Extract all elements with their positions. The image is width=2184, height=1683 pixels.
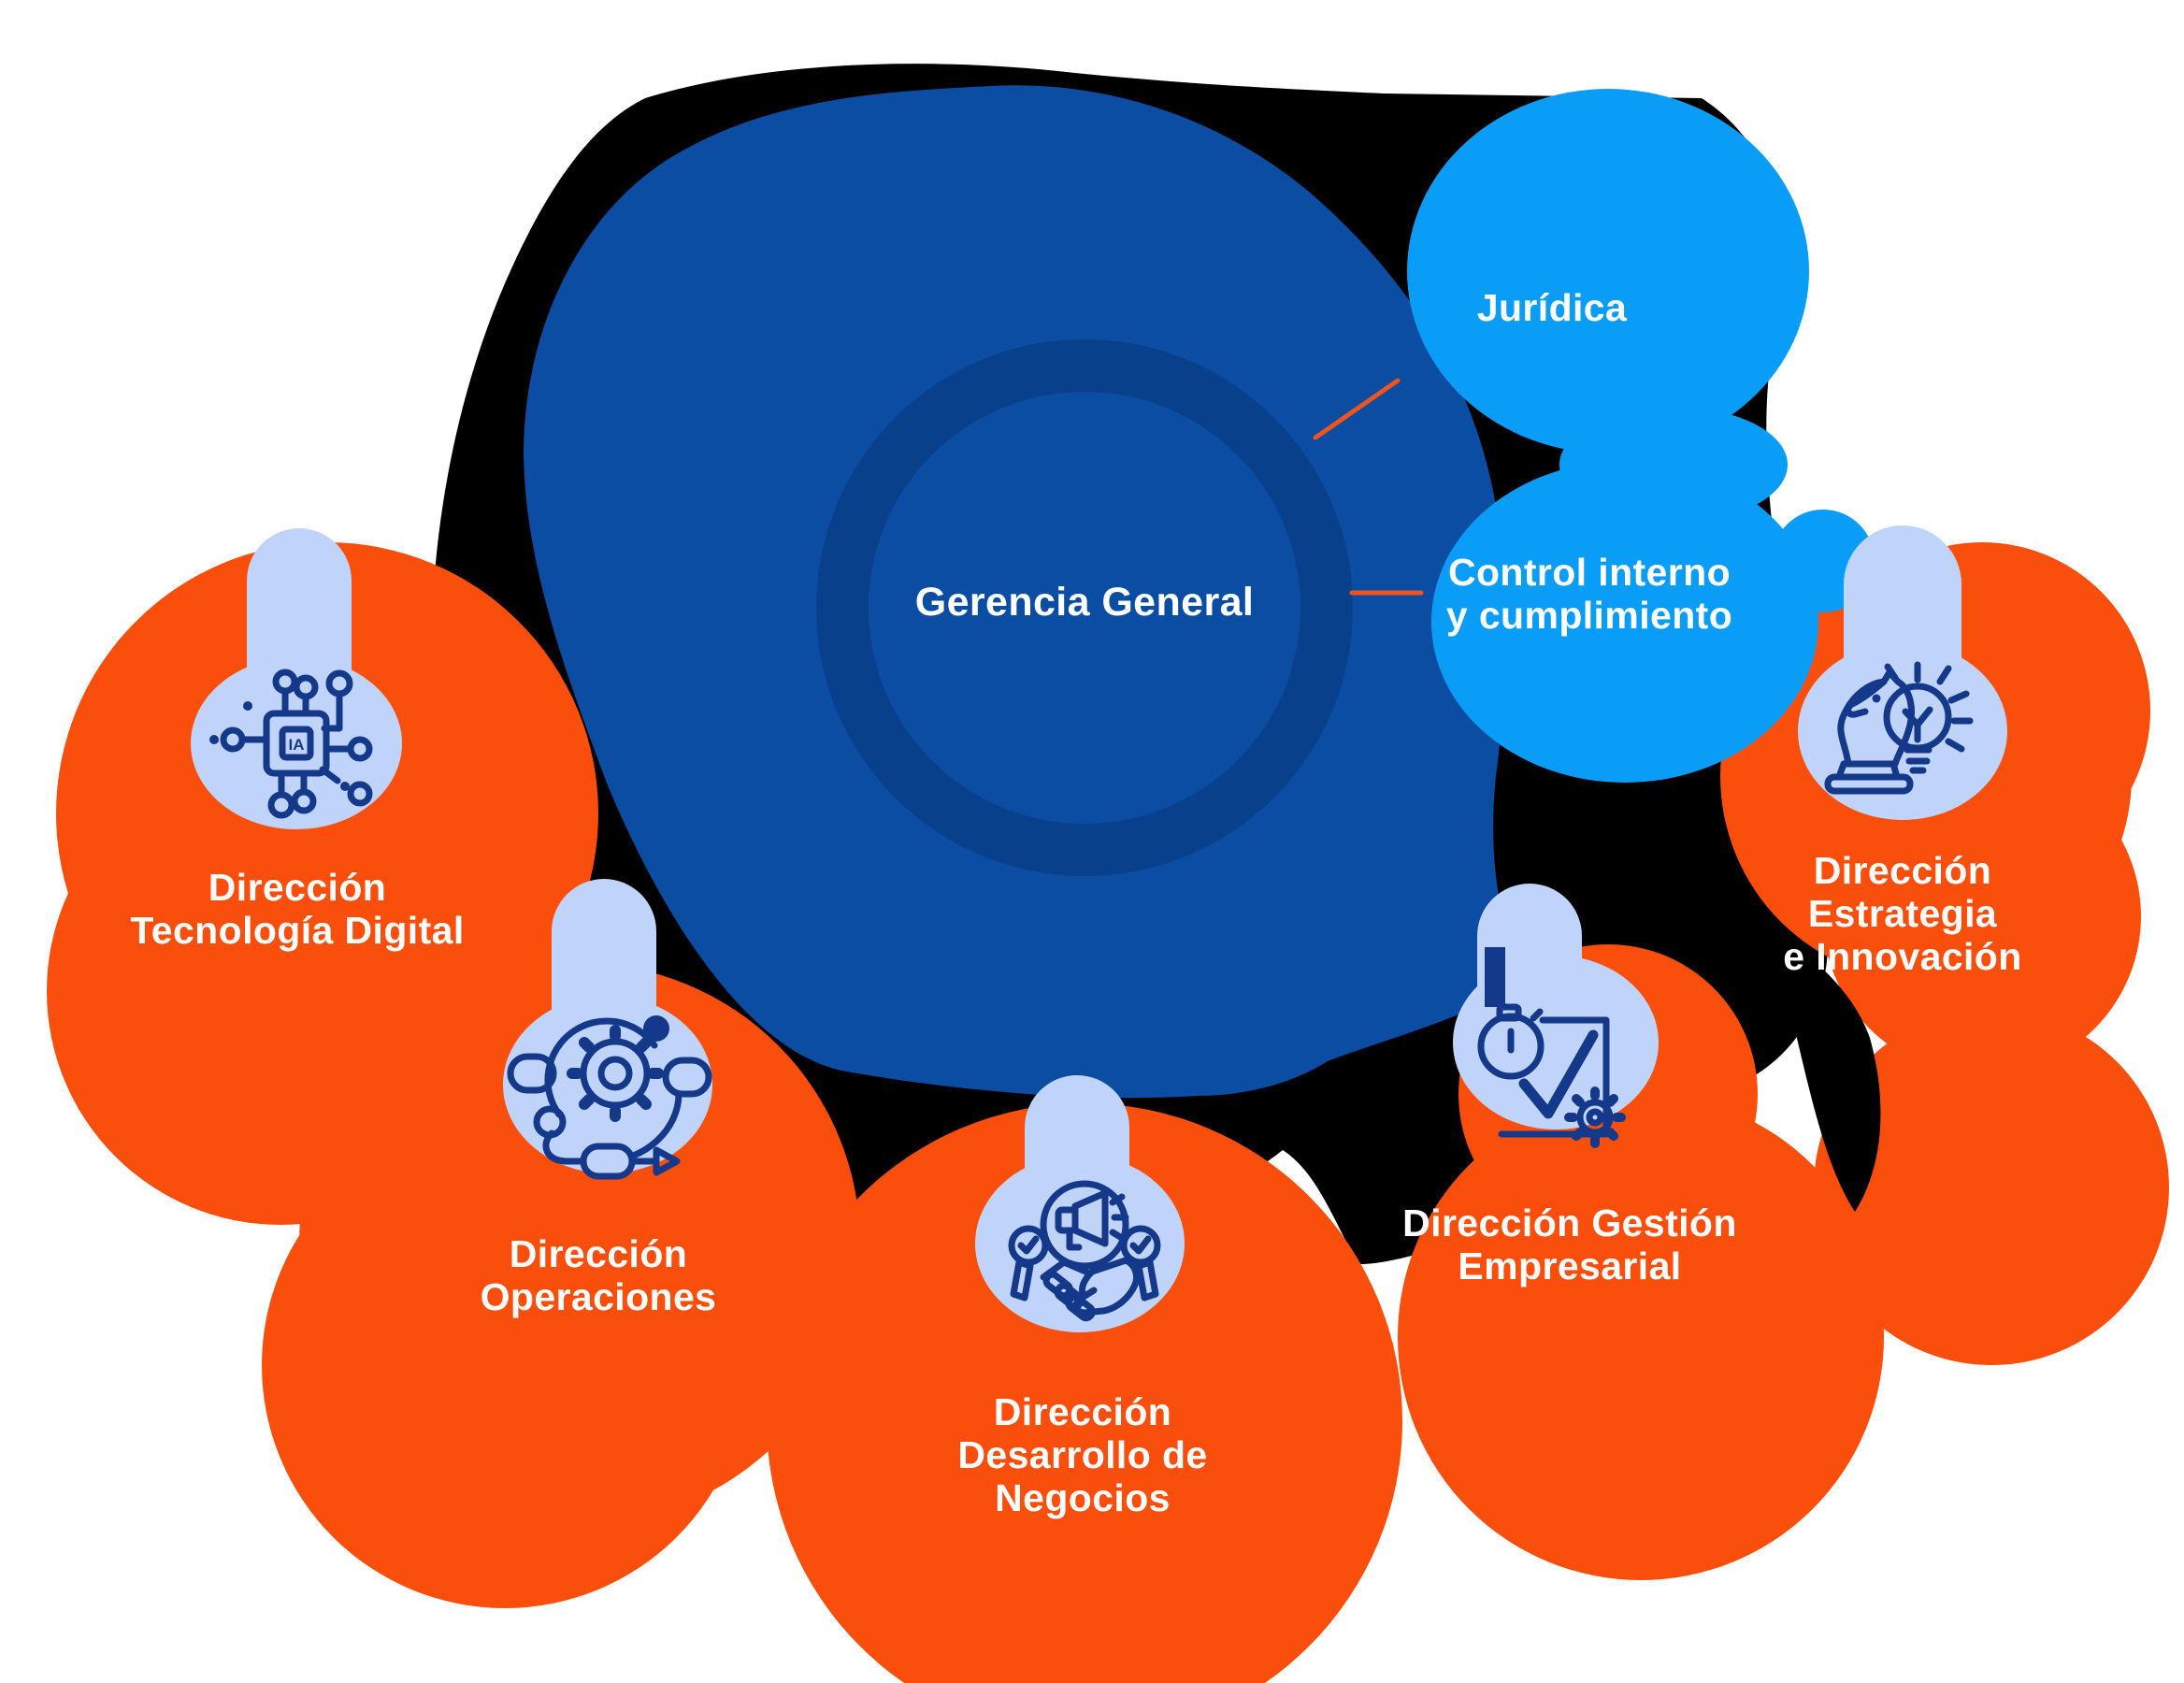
label-gestion-empresarial: Dirección Gestión Empresarial bbox=[1402, 1201, 1737, 1287]
black-spike bbox=[1702, 898, 1881, 1212]
gerencia-circle bbox=[524, 85, 1527, 1099]
label-desarrollo-negocios: Dirección Desarrollo de Negocios bbox=[957, 1390, 1208, 1519]
inner-ring bbox=[816, 339, 1353, 876]
staff-blobs bbox=[1407, 89, 1875, 783]
handshake-megaphone-icon bbox=[1008, 1180, 1161, 1322]
label-tecnologia-digital: Dirección Tecnología Digital bbox=[130, 866, 465, 952]
label-control-interno: Control interno y cumplimiento bbox=[1445, 551, 1733, 637]
label-operaciones: Dirección Operaciones bbox=[480, 1232, 717, 1318]
control-interno-blob bbox=[1431, 461, 1818, 783]
label-juridica: Jurídica bbox=[1476, 286, 1628, 329]
agile-gear-icon bbox=[507, 1015, 712, 1180]
juridica-blob bbox=[1407, 89, 1809, 453]
stopwatch-check-gear-icon bbox=[1477, 947, 1626, 1148]
gerencia-general-text: Gerencia General bbox=[914, 580, 1255, 625]
knight-lightbulb-icon bbox=[1824, 661, 1974, 795]
label-estrategia-innovacion: Dirección Estrategia e Innovación bbox=[1783, 849, 2022, 978]
label-gerencia-general: Gerencia General bbox=[804, 581, 1365, 624]
ai-chip-icon: IA bbox=[209, 669, 373, 819]
chip-label: IA bbox=[289, 736, 305, 754]
connector-line-juridica bbox=[1313, 378, 1401, 440]
